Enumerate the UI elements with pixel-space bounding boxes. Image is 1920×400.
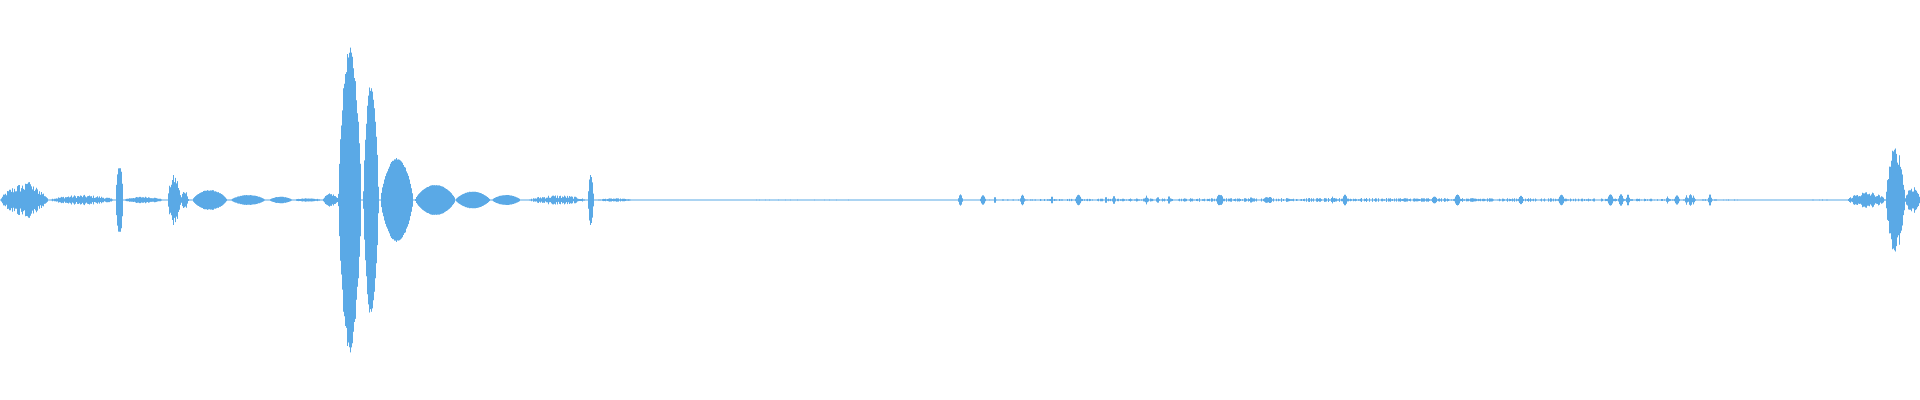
waveform-signal: [0, 47, 1920, 353]
